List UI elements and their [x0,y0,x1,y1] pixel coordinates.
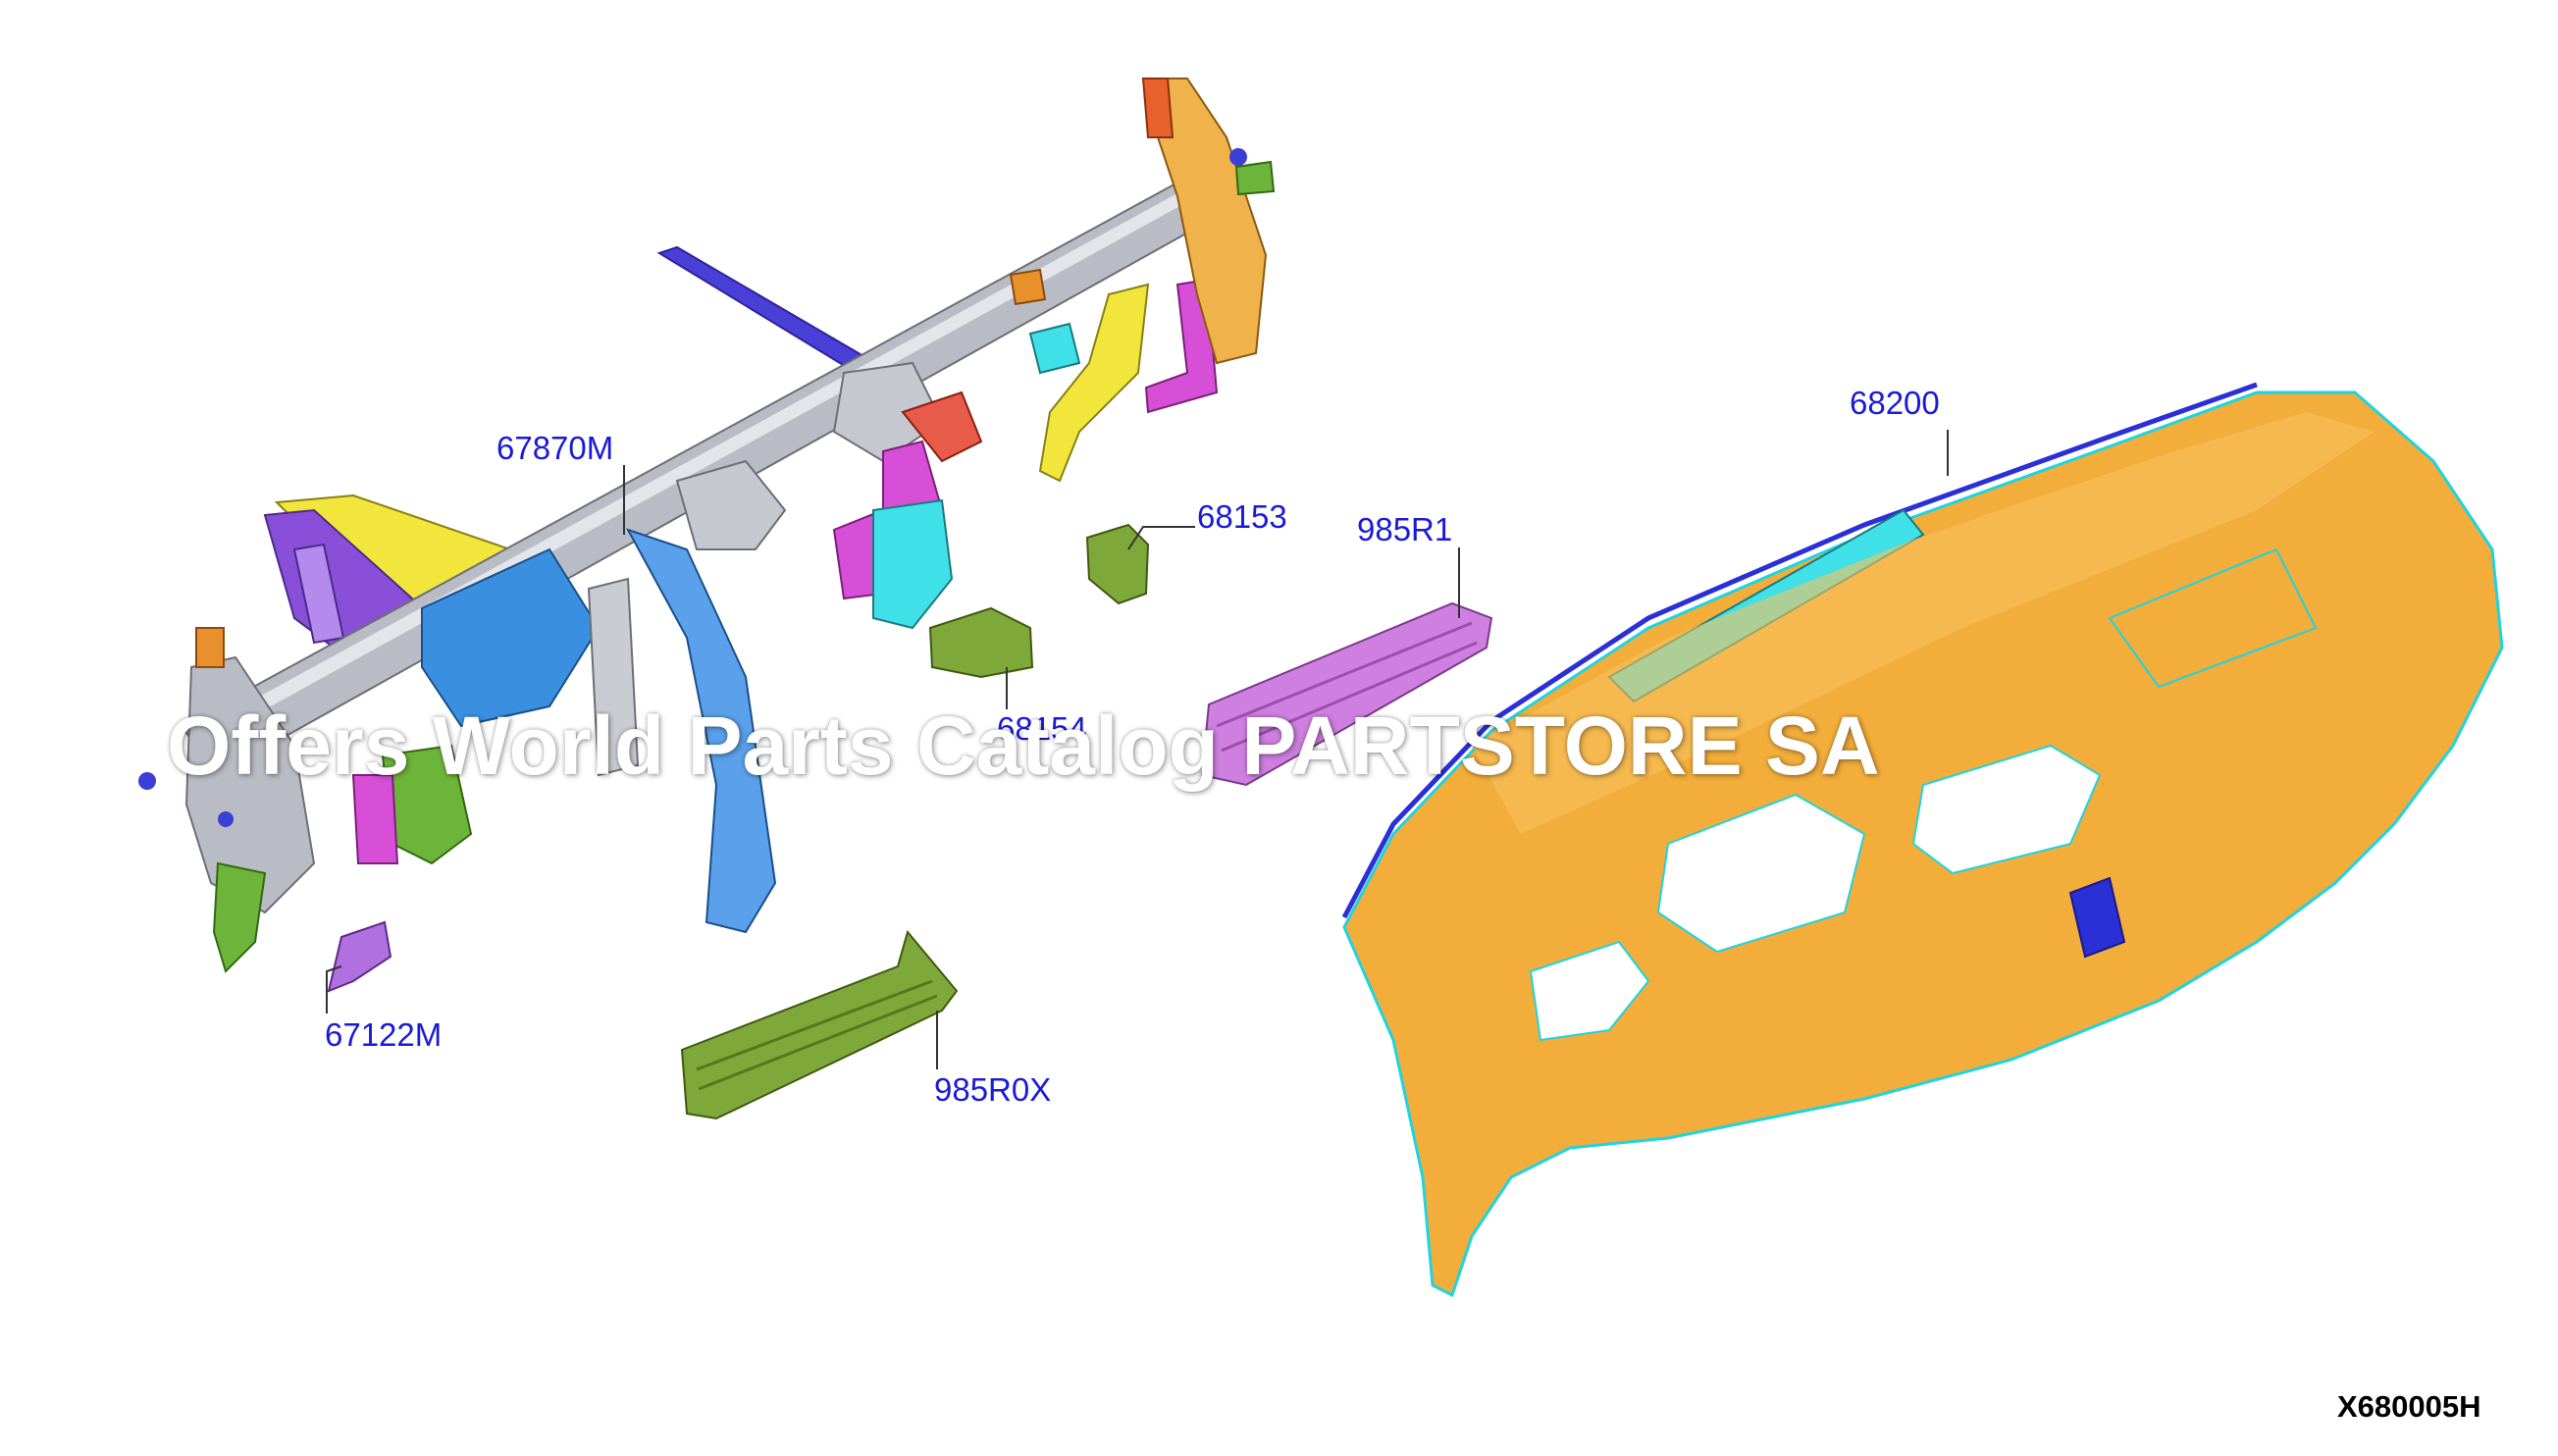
leader-67122m [326,965,342,1014]
callout-68154[interactable]: 68154 [997,710,1087,747]
duct-985r0x-shape[interactable] [680,929,959,1120]
callout-985r0x[interactable]: 985R0X [934,1071,1052,1108]
blue-arch-support [625,528,777,934]
right-bolt [1229,148,1247,166]
right-end-plate [1141,78,1268,365]
green-lower-bracket [212,861,267,973]
airbag-door-outline [2108,547,2318,689]
callout-985r1[interactable]: 985R1 [1357,511,1453,547]
bracket-68153-shape[interactable] [1085,523,1150,605]
left-bolt-lower [218,811,234,827]
center-tube-bracket [675,459,787,550]
callout-68153[interactable]: 68153 [1197,498,1287,535]
left-orange-tab [195,627,225,668]
instrument-panel-edge [1341,382,2258,919]
callout-67122m[interactable]: 67122M [325,1016,443,1053]
center-console-opening [1911,744,2102,875]
cyan-tube-clip [1028,322,1081,375]
cluster-opening [1656,793,1866,954]
leader-68153 [1127,526,1195,550]
duct-985r1-ridge [1216,621,1473,728]
magenta-small-bracket [351,774,399,864]
duct-985r0x-ridge [696,979,933,1071]
left-bolt [138,772,156,790]
callout-67870m[interactable]: 67870M [496,430,614,466]
glovebox-opening [1529,940,1650,1042]
right-red-tab [1141,78,1175,138]
duct-985r0x-body [680,929,959,1120]
bracket-68154-shape[interactable] [928,606,1034,679]
duct-985r0x-ridge-2 [698,994,938,1091]
left-end-plate [184,655,316,914]
red-center-bracket [901,390,983,463]
bracket-67122m-shape[interactable] [327,920,392,993]
right-green-clip [1234,160,1276,196]
cyan-center-bracket [872,498,954,630]
blue-vent-insert [2068,876,2126,959]
duct-985r1-ridge-2 [1221,641,1478,753]
duct-985r1-body [1200,601,1493,787]
instrument-panel-top-shade [1472,412,2375,834]
grey-support [587,577,640,777]
tube-mount-bracket [832,361,944,463]
steering-column-bracket [421,547,600,728]
instrument-panel-assembly[interactable] [1341,382,2504,1298]
duct-985r1-shape[interactable] [1200,601,1493,787]
figure-code: X680005H [2337,1389,2481,1424]
callout-68200[interactable]: 68200 [1850,385,1940,421]
steering-member-assembly[interactable] [138,78,1276,973]
leader-lines [326,430,1949,1069]
orange-tube-clip [1009,268,1047,306]
right-yellow-brace [1038,283,1150,483]
